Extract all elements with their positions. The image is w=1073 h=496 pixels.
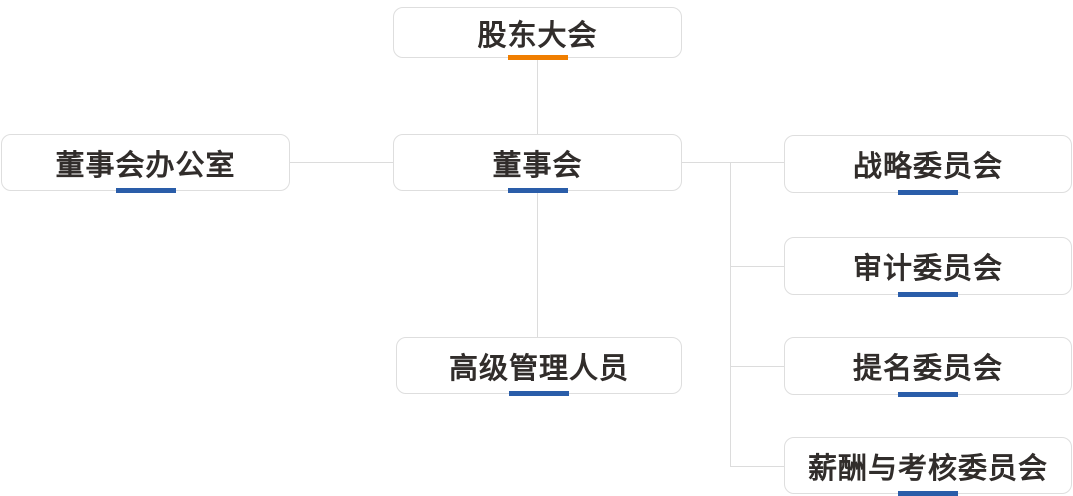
connector-committee-trunk bbox=[730, 162, 731, 466]
node-senior-management-label: 高级管理人员 bbox=[448, 352, 629, 385]
accent-underline-blue bbox=[115, 188, 176, 193]
accent-underline-blue bbox=[898, 292, 958, 297]
accent-underline-blue bbox=[507, 188, 568, 193]
accent-underline-blue bbox=[898, 392, 958, 397]
accent-underline-blue bbox=[509, 391, 569, 396]
node-strategy-committee: 战略委员会 bbox=[784, 135, 1072, 195]
connector-board-strategy bbox=[682, 162, 784, 163]
accent-underline-orange bbox=[507, 55, 568, 60]
connector-office-board bbox=[290, 162, 393, 163]
node-shareholders-label: 股东大会 bbox=[477, 19, 598, 52]
node-remuneration-committee: 薪酬与考核委员会 bbox=[784, 437, 1072, 496]
node-board-office-label: 董事会办公室 bbox=[55, 149, 236, 182]
connector-shareholders-board bbox=[537, 58, 538, 134]
accent-underline-blue bbox=[898, 491, 958, 496]
node-audit-committee: 审计委员会 bbox=[784, 237, 1072, 297]
node-strategy-committee-label: 战略委员会 bbox=[852, 151, 1003, 183]
node-senior-management: 高级管理人员 bbox=[396, 337, 682, 396]
node-nomination-committee: 提名委员会 bbox=[784, 337, 1072, 397]
node-board-label: 董事会 bbox=[492, 149, 583, 182]
connector-stub-nomination bbox=[730, 366, 784, 367]
connector-board-senior bbox=[537, 191, 538, 337]
connector-stub-remuneration bbox=[730, 466, 784, 467]
node-remuneration-committee-label: 薪酬与考核委员会 bbox=[807, 452, 1048, 485]
node-audit-committee-label: 审计委员会 bbox=[852, 253, 1003, 285]
node-board: 董事会 bbox=[393, 134, 682, 193]
node-nomination-committee-label: 提名委员会 bbox=[852, 353, 1003, 385]
connector-stub-audit bbox=[730, 266, 784, 267]
accent-underline-blue bbox=[898, 190, 958, 195]
node-shareholders: 股东大会 bbox=[393, 7, 682, 60]
node-board-office: 董事会办公室 bbox=[1, 134, 290, 193]
